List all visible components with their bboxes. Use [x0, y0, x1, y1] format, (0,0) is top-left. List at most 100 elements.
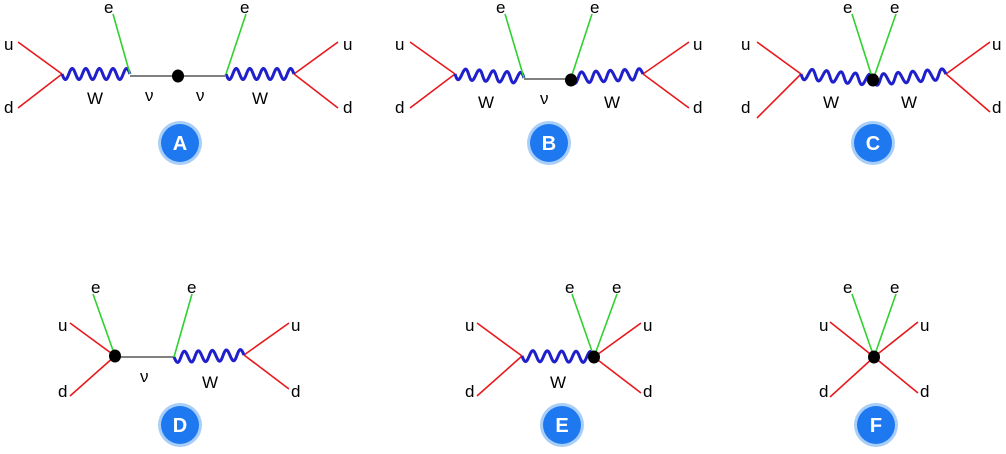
- label-u-left: u: [741, 35, 750, 54]
- label-d-left: d: [819, 382, 828, 401]
- label-d-right: d: [643, 382, 652, 401]
- label-d-left: d: [58, 382, 67, 401]
- vertex-dot: [109, 349, 121, 363]
- badge-d: D: [158, 403, 202, 447]
- label-d-right: d: [693, 98, 702, 117]
- w-boson-right: [224, 67, 296, 81]
- electron-line-left: [571, 293, 595, 358]
- label-u-right: u: [291, 316, 300, 335]
- badge-disc: [161, 124, 199, 162]
- badge-disc: [161, 406, 199, 444]
- electron-line-left: [112, 13, 131, 75]
- label-d-right: d: [992, 98, 1001, 117]
- w-boson-left: [60, 67, 132, 81]
- vertex-dot: [172, 69, 184, 83]
- w-boson-left: [799, 67, 875, 87]
- quark-line-d-right: [642, 73, 690, 109]
- quark-line-u-right: [945, 41, 991, 75]
- label-nu: ν: [540, 89, 549, 108]
- label-nu-right: ν: [196, 86, 205, 105]
- label-e-left: e: [565, 278, 574, 297]
- quark-line-d-right: [243, 354, 290, 390]
- electron-line-left: [504, 13, 525, 79]
- quark-line-u-left: [409, 41, 456, 75]
- label-e-right: e: [612, 278, 621, 297]
- electron-line-right: [872, 13, 897, 81]
- label-d-left: d: [741, 98, 750, 117]
- diagram-e: u d u d e e W E: [465, 278, 652, 447]
- quark-line-u-left: [476, 322, 523, 357]
- badge-b: B: [527, 121, 571, 165]
- label-e-right: e: [890, 278, 899, 297]
- quark-line-u-right: [243, 322, 290, 356]
- vertex-dot: [565, 73, 577, 87]
- quark-line-d-right: [945, 73, 991, 113]
- quark-line-u-left: [17, 41, 63, 75]
- label-u-right: u: [643, 316, 652, 335]
- w-boson-right: [569, 67, 645, 85]
- label-w: W: [202, 373, 218, 392]
- electron-line-left: [92, 293, 116, 357]
- electron-line-right: [225, 13, 247, 75]
- label-u-right: u: [343, 35, 352, 54]
- w-boson-left: [453, 67, 526, 85]
- diagram-b: u d u d e e W W ν B: [395, 0, 702, 165]
- quark-line-u-left: [829, 321, 875, 358]
- badge-e-letter: E: [555, 415, 568, 437]
- badge-c: C: [851, 121, 895, 165]
- badge-d-letter: D: [173, 415, 187, 437]
- diagram-f: u d u d e e F: [819, 278, 929, 447]
- electron-line-left: [851, 13, 874, 81]
- label-w-left: W: [823, 93, 839, 112]
- diagram-d: u d u d e e ν W D: [58, 278, 300, 447]
- quark-line-d-left: [756, 73, 802, 119]
- quark-line-d-right: [873, 356, 919, 394]
- label-d-left: d: [4, 98, 13, 117]
- label-e-right: e: [890, 0, 899, 17]
- quark-line-d-right: [593, 356, 642, 394]
- quark-line-d-left: [476, 355, 523, 397]
- vertex-dot: [868, 350, 880, 364]
- w-boson: [520, 349, 596, 364]
- quark-line-d-left: [69, 355, 116, 397]
- badge-c-letter: C: [866, 133, 880, 155]
- label-u-right: u: [693, 35, 702, 54]
- quark-line-u-right: [593, 322, 642, 358]
- label-e-left: e: [843, 278, 852, 297]
- label-e-left: e: [843, 0, 852, 17]
- label-d-right: d: [291, 382, 300, 401]
- w-boson-right: [871, 67, 948, 87]
- label-nu: ν: [140, 367, 149, 386]
- quark-line-u-left: [756, 41, 802, 75]
- badge-a: A: [158, 121, 202, 165]
- diagram-c: u d u d e e W W C: [741, 0, 1001, 165]
- badge-b-letter: B: [542, 133, 556, 155]
- label-e-left: e: [91, 278, 100, 297]
- label-d-right: d: [920, 382, 929, 401]
- label-u-left: u: [819, 316, 828, 335]
- badge-f: F: [854, 403, 898, 447]
- label-w-left: W: [478, 93, 494, 112]
- label-e-right: e: [240, 0, 249, 17]
- label-nu-left: ν: [145, 86, 154, 105]
- label-w-right: W: [901, 93, 917, 112]
- vertex-dot: [867, 73, 879, 87]
- vertex-dot: [588, 350, 600, 364]
- label-u-left: u: [465, 316, 474, 335]
- label-d-left: d: [465, 382, 474, 401]
- label-e-right: e: [187, 278, 196, 297]
- quark-line-d-right: [293, 73, 339, 109]
- electron-line-right: [873, 293, 897, 358]
- label-u-left: u: [58, 316, 67, 335]
- diagram-a: u d u d e e W W ν ν A: [4, 0, 352, 165]
- label-w-right: W: [252, 89, 268, 108]
- quark-line-d-left: [17, 73, 63, 109]
- badge-e: E: [540, 403, 584, 447]
- label-d-right: d: [343, 98, 352, 117]
- label-u-left: u: [395, 35, 404, 54]
- electron-line-right: [173, 293, 193, 358]
- badge-disc: [854, 124, 892, 162]
- label-u-left: u: [4, 35, 13, 54]
